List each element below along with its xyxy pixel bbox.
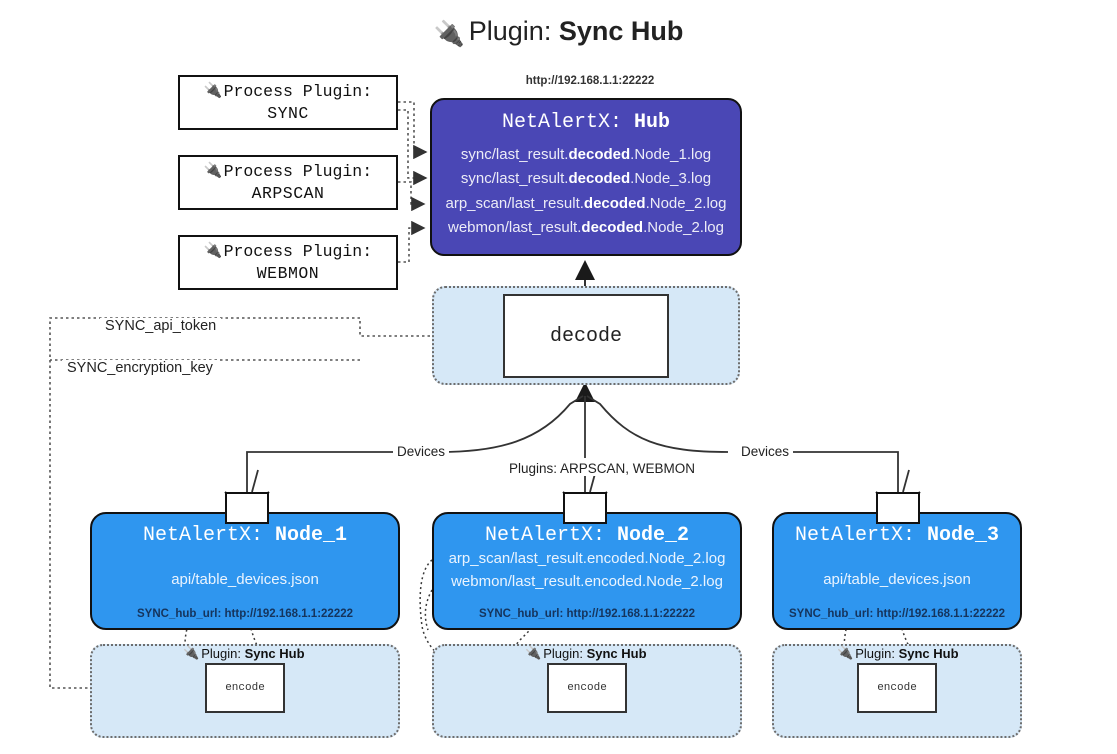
plug-icon: 🔌 (183, 645, 200, 660)
sync-encryption-key-label: SYNC_encryption_key (62, 360, 218, 376)
node-title-prefix: NetAlertX: (142, 524, 263, 547)
encode-box-3[interactable]: encode (857, 663, 937, 713)
hub-log-line: sync/last_result.decoded.Node_3.log (461, 167, 711, 191)
plug-icon: 🔌 (203, 243, 223, 261)
plug-icon: 🔌 (837, 645, 854, 660)
node-title-prefix: NetAlertX: (794, 524, 915, 547)
node-1[interactable]: NetAlertX: Node_1 api/table_devices.json… (90, 512, 400, 630)
envelope-icon (876, 492, 920, 524)
envelope-icon (225, 492, 269, 524)
log-post: .Node_3.log (630, 170, 712, 188)
node-title-name: Node_3 (927, 524, 1000, 547)
node-line: webmon/last_result.encoded.Node_2.log (451, 573, 723, 591)
encode-label-name: Sync Hub (898, 645, 959, 661)
hub-log-line: webmon/last_result.decoded.Node_2.log (448, 216, 724, 240)
log-em: decoded (568, 146, 631, 163)
title-prefix: Plugin: (468, 16, 552, 46)
node-hub-url: SYNC_hub_url: http://192.168.1.1:22222 (136, 608, 354, 620)
process-plugin-arpscan[interactable]: 🔌Process Plugin: ARPSCAN (178, 155, 398, 210)
plug-icon: 🔌 (525, 645, 542, 660)
plug-icon: 🔌 (203, 83, 223, 101)
hub-url-label: http://192.168.1.1:22222 (525, 75, 655, 87)
log-pre: arp_scan/last_result. (445, 194, 584, 212)
node-title: NetAlertX: Node_3 (795, 524, 999, 547)
log-pre: sync/last_result. (460, 170, 569, 188)
node-hub-url: SYNC_hub_url: http://192.168.1.1:22222 (788, 608, 1006, 620)
node-3[interactable]: NetAlertX: Node_3 api/table_devices.json… (772, 512, 1022, 630)
decode-box[interactable]: decode (503, 294, 669, 378)
encode-zone-label-3: 🔌 Plugin: Sync Hub (837, 645, 959, 661)
encode-label-name: Sync Hub (586, 645, 647, 661)
node-line: api/table_devices.json (823, 571, 971, 588)
title-name: Sync Hub (558, 16, 684, 46)
encode-label-prefix: Plugin: (543, 645, 583, 661)
process-plugin-name: ARPSCAN (251, 183, 325, 203)
node-2[interactable]: NetAlertX: Node_2 arp_scan/last_result.e… (432, 512, 742, 630)
encode-label-prefix: Plugin: (855, 645, 895, 661)
hub-log-line: arp_scan/last_result.decoded.Node_2.log (446, 192, 727, 216)
node-title-prefix: NetAlertX: (484, 524, 605, 547)
process-plugin-name: WEBMON (256, 263, 320, 283)
page-title: 🔌Plugin: Sync Hub (0, 16, 1117, 48)
encode-label-name: Sync Hub (244, 645, 305, 661)
hub-title-prefix: NetAlertX: (501, 111, 622, 134)
log-post: .Node_1.log (630, 146, 712, 163)
edge-label-plugins: Plugins: ARPSCAN, WEBMON (505, 461, 700, 476)
edge-label-devices-right: Devices (737, 444, 794, 459)
node-title: NetAlertX: Node_2 (485, 524, 689, 547)
node-line: api/table_devices.json (171, 571, 319, 588)
process-plugin-label: Process Plugin: (223, 242, 373, 262)
log-pre: sync/last_result. (460, 146, 569, 163)
process-plugin-name: SYNC (267, 103, 309, 123)
hub-title: NetAlertX: Hub (502, 111, 670, 134)
encode-box-1[interactable]: encode (205, 663, 285, 713)
process-plugin-label: Process Plugin: (223, 162, 373, 182)
envelope-icon (563, 492, 607, 524)
process-plugin-sync[interactable]: 🔌Process Plugin: SYNC (178, 75, 398, 130)
encode-zone-label-1: 🔌 Plugin: Sync Hub (183, 645, 305, 661)
sync-api-token-label: SYNC_api_token (100, 318, 222, 334)
node-title: NetAlertX: Node_1 (143, 524, 347, 547)
node-line: arp_scan/last_result.encoded.Node_2.log (448, 550, 726, 567)
process-plugin-label: Process Plugin: (223, 82, 373, 102)
log-em: decoded (583, 194, 646, 212)
process-plugin-webmon[interactable]: 🔌Process Plugin: WEBMON (178, 235, 398, 290)
plug-icon: 🔌 (203, 163, 223, 181)
plug-icon: 🔌 (433, 20, 465, 48)
encode-box-2[interactable]: encode (547, 663, 627, 713)
node-title-name: Node_1 (275, 524, 348, 547)
hub-log-line: sync/last_result.decoded.Node_1.log (461, 143, 711, 167)
log-post: .Node_2.log (645, 194, 727, 212)
hub-title-name: Hub (634, 111, 671, 134)
log-post: .Node_2.log (643, 218, 724, 236)
node-hub-url: SYNC_hub_url: http://192.168.1.1:22222 (478, 608, 696, 620)
encode-label-prefix: Plugin: (201, 645, 241, 661)
edge-label-devices-left: Devices (393, 444, 450, 459)
node-title-name: Node_2 (617, 524, 690, 547)
log-em: decoded (568, 170, 631, 188)
log-pre: webmon/last_result. (448, 218, 582, 236)
log-em: decoded (581, 218, 644, 236)
hub-node[interactable]: NetAlertX: Hub sync/last_result.decoded.… (430, 98, 742, 256)
encode-zone-label-2: 🔌 Plugin: Sync Hub (525, 645, 647, 661)
